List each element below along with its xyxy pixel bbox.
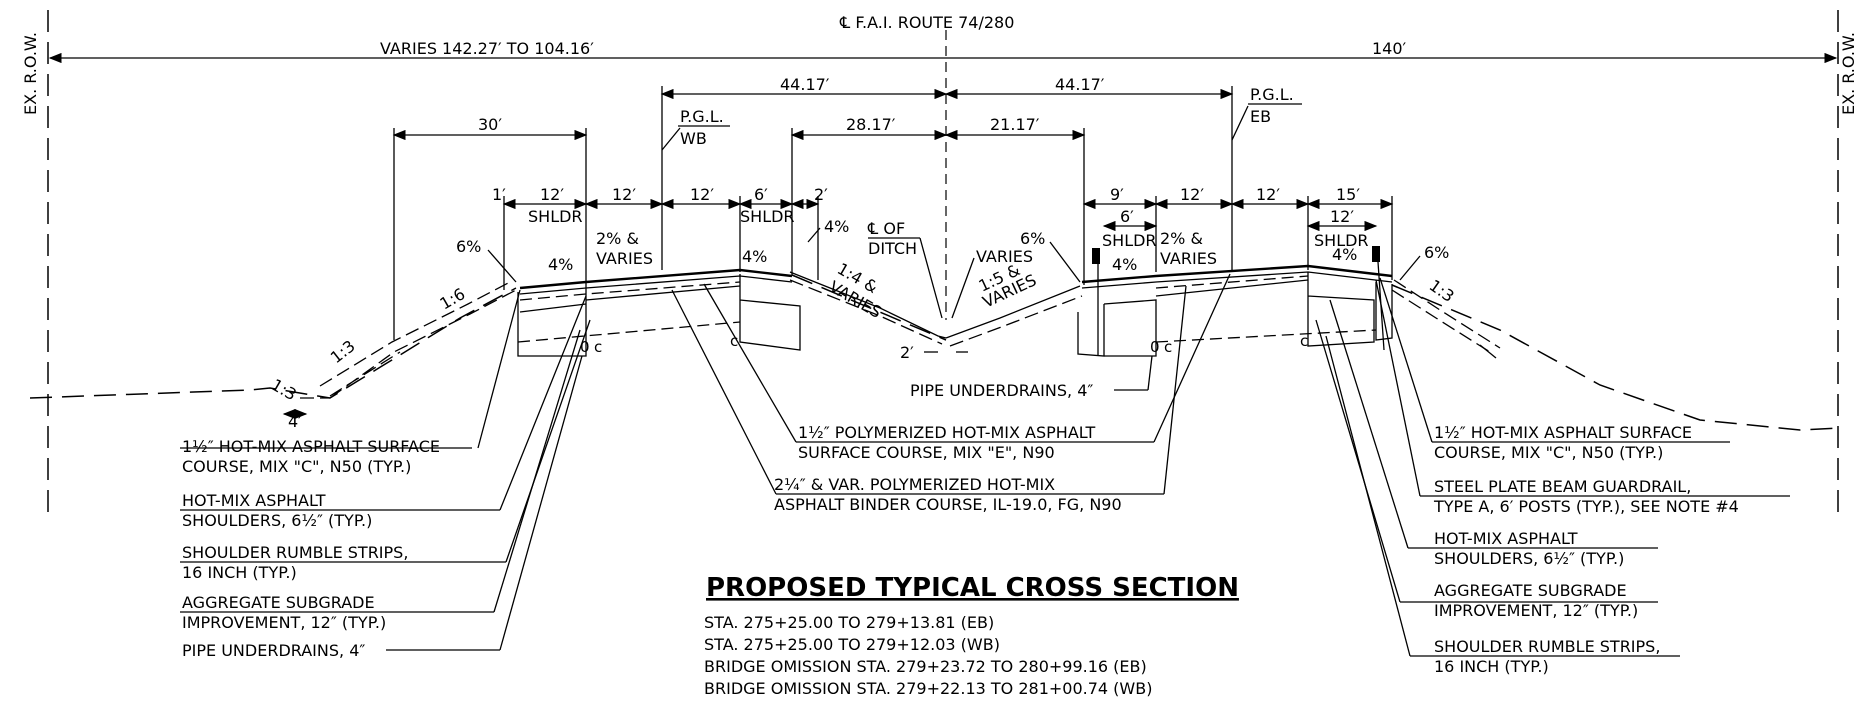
dim-9: 9′ [1110, 185, 1124, 204]
slope-4a: 4% [548, 255, 573, 274]
slope-4e: 4% [1332, 245, 1357, 264]
centerline-label: ℄ F.A.I. ROUTE 74/280 [839, 13, 1014, 32]
wb-pavement-top [519, 268, 793, 290]
dim-6a: 6′ [754, 185, 768, 204]
slope-4d: 4% [1112, 255, 1137, 274]
right-slope [1393, 279, 1501, 349]
shldr-2: SHLDR [740, 207, 795, 226]
slope-6b: 6% [1020, 229, 1045, 248]
dim-12c: 12′ [690, 185, 714, 204]
shldr-4: SHLDR [1314, 231, 1369, 250]
right-row-label: EX. R.O.W. [1839, 32, 1856, 115]
note-left-1-l1: HOT-MIX ASPHALT [182, 491, 326, 510]
note-left-4-l1: PIPE UNDERDRAINS, 4″ [182, 641, 365, 660]
svg-text:c: c [730, 332, 738, 350]
dim-6b: 6′ [1120, 207, 1134, 226]
slope-2a-2: VARIES [596, 249, 653, 268]
dim-44-right: 44.17′ [1055, 75, 1105, 94]
dim-2b: 2′ [900, 343, 914, 362]
shldr-1: SHLDR [528, 207, 583, 226]
pgl-eb-2: EB [1250, 107, 1271, 126]
slope-6a: 6% [456, 237, 481, 256]
note-right-1-l2: TYPE A, 6′ POSTS (TYP.), SEE NOTE #4 [1433, 497, 1739, 516]
station-line-3: BRIDGE OMISSION STA. 279+22.13 TO 281+00… [704, 679, 1152, 698]
note-center-1-l2: SURFACE COURSE, MIX "E", N90 [798, 443, 1055, 462]
svg-text:c: c [594, 338, 602, 356]
slope-13a: 1:3 [327, 336, 359, 367]
dim-12e: 12′ [1256, 185, 1280, 204]
note-left-3-l2: IMPROVEMENT, 12″ (TYP.) [182, 613, 386, 632]
left-row-label: EX. R.O.W. [21, 32, 40, 115]
note-right-0-l2: COURSE, MIX "C", N50 (TYP.) [1434, 443, 1663, 462]
note-right-2-l2: SHOULDERS, 6½″ (TYP.) [1434, 549, 1624, 568]
dim-12b: 12′ [612, 185, 636, 204]
slope-16: 1:6 [437, 284, 469, 313]
svg-text:c: c [1300, 332, 1308, 350]
dim-4: 4′ [288, 412, 302, 431]
slope-6c: 6% [1424, 243, 1449, 262]
note-left-1-l2: SHOULDERS, 6½″ (TYP.) [182, 511, 372, 530]
note-left-0-l1: 1½″ HOT-MIX ASPHALT SURFACE [182, 437, 440, 456]
svg-text:0: 0 [580, 338, 590, 356]
pgl-wb-2: WB [680, 129, 707, 148]
note-left-0-l2: COURSE, MIX "C", N50 (TYP.) [182, 457, 411, 476]
note-center-2-l2: ASPHALT BINDER COURSE, IL-19.0, FG, N90 [774, 495, 1122, 514]
note-right-4-l1: SHOULDER RUMBLE STRIPS, [1434, 637, 1660, 656]
note-left-3-l1: AGGREGATE SUBGRADE [182, 593, 375, 612]
pgl-eb-1: P.G.L. [1250, 85, 1294, 104]
note-right-1-l1: STEEL PLATE BEAM GUARDRAIL, [1434, 477, 1691, 496]
right-width-label: 140′ [1372, 39, 1407, 58]
ditch-label-2: DITCH [868, 239, 917, 258]
svg-text:0: 0 [1150, 338, 1160, 356]
slope-13b: 1:3 [268, 375, 300, 404]
varies-label: VARIES [976, 247, 1033, 266]
dim-21: 21.17′ [990, 115, 1040, 134]
note-left-2-l2: 16 INCH (TYP.) [182, 563, 297, 582]
dim-12f: 12′ [1330, 207, 1354, 226]
note-left-2-l1: SHOULDER RUMBLE STRIPS, [182, 543, 408, 562]
eb-pavement-top [1081, 264, 1393, 284]
shldr-3: SHLDR [1102, 231, 1157, 250]
note-right-0-l1: 1½″ HOT-MIX ASPHALT SURFACE [1434, 423, 1692, 442]
dim-12a: 12′ [540, 185, 564, 204]
slope-2b-1: 2% & [1160, 229, 1203, 248]
slope-2b-2: VARIES [1160, 249, 1217, 268]
station-line-1: STA. 275+25.00 TO 279+12.03 (WB) [704, 635, 1000, 654]
left-slope [300, 289, 517, 399]
station-line-0: STA. 275+25.00 TO 279+13.81 (EB) [704, 613, 994, 632]
slope-4c: 4% [824, 217, 849, 236]
ditch-label-1: ℄ OF [867, 219, 905, 238]
dim-28: 28.17′ [846, 115, 896, 134]
dim-44-left: 44.17′ [780, 75, 830, 94]
note-center-2-l1: 2¼″ & VAR. POLYMERIZED HOT-MIX [774, 475, 1055, 494]
dim-2a: 2′ [814, 185, 828, 204]
note-right-2-l1: HOT-MIX ASPHALT [1434, 529, 1578, 548]
dim-12d: 12′ [1180, 185, 1204, 204]
pgl-wb-1: P.G.L. [680, 107, 724, 126]
svg-text:c: c [1164, 338, 1172, 356]
left-width-label: VARIES 142.27′ TO 104.16′ [380, 39, 594, 58]
slope-4b: 4% [742, 247, 767, 266]
note-center-1-l1: 1½″ POLYMERIZED HOT-MIX ASPHALT [798, 423, 1095, 442]
dim-30: 30′ [478, 115, 502, 134]
ditch-right-slope [945, 285, 1081, 339]
section-title: PROPOSED TYPICAL CROSS SECTION [706, 573, 1239, 603]
note-right-3-l2: IMPROVEMENT, 12″ (TYP.) [1434, 601, 1638, 620]
note-right-4-l2: 16 INCH (TYP.) [1434, 657, 1549, 676]
station-line-2: BRIDGE OMISSION STA. 279+23.72 TO 280+99… [704, 657, 1147, 676]
note-right-3-l1: AGGREGATE SUBGRADE [1434, 581, 1627, 600]
ditch-left-slope [789, 271, 947, 339]
note-center-0-l1: PIPE UNDERDRAINS, 4″ [910, 381, 1093, 400]
dim-15: 15′ [1336, 185, 1360, 204]
dim-1: 1′ [492, 185, 506, 204]
slope-2a-1: 2% & [596, 229, 639, 248]
